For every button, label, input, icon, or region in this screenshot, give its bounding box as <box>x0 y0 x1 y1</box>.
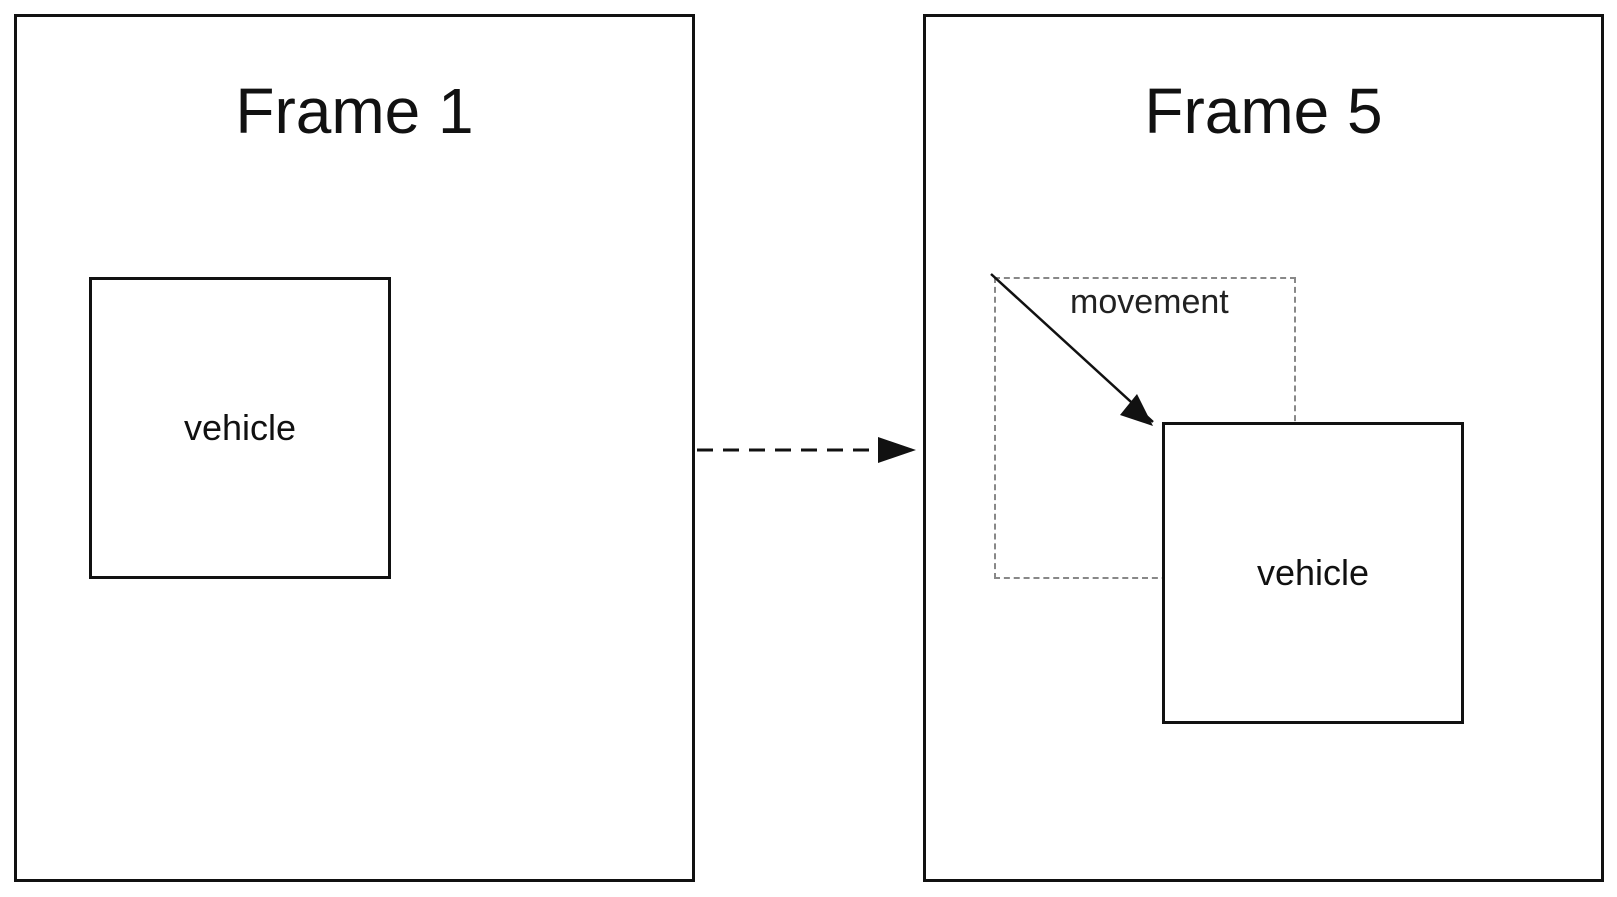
frame-1-panel: Frame 1 vehicle <box>14 14 695 882</box>
frame-5-title: Frame 5 <box>1144 75 1383 147</box>
vehicle-box-frame-5: vehicle <box>1162 422 1464 724</box>
frame-5-panel: Frame 5 movement vehicle <box>923 14 1604 882</box>
vehicle-label-frame-1: vehicle <box>183 407 297 448</box>
frame-1-title: Frame 1 <box>235 75 474 147</box>
vehicle-box-frame-1: vehicle <box>89 277 391 579</box>
vehicle-label-frame-5: vehicle <box>1256 552 1370 593</box>
frame-transition-arrowhead-icon <box>878 437 916 463</box>
movement-label: movement <box>1070 283 1229 321</box>
